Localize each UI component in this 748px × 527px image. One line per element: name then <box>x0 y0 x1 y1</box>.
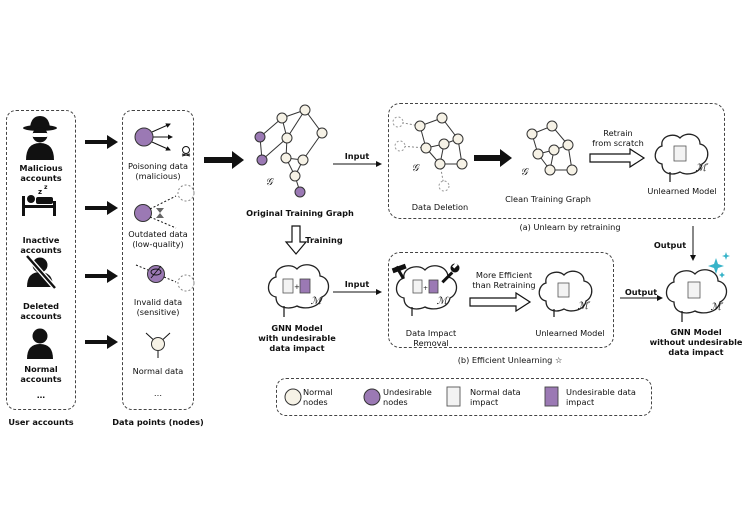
more-efficient-label: More Efficient than Retraining <box>472 270 536 290</box>
original-graph-symbol: 𝒢 <box>265 177 273 188</box>
inactive-user-icon: z z <box>22 184 56 216</box>
data-points-ellipsis: … <box>153 388 163 398</box>
wrench-icon <box>441 262 460 284</box>
efficient-brain-model: + <box>395 265 458 316</box>
svg-text:z: z <box>44 184 48 191</box>
deleted-accounts-label: Deleted accounts <box>20 301 62 321</box>
svg-text:+: + <box>294 283 300 291</box>
legend-undesirable-impact-icon <box>544 386 559 407</box>
data-deletion-label: Data Deletion <box>411 202 469 212</box>
efficient-panel-title: (b) Efficient Unlearning ☆ <box>457 355 563 365</box>
final-model-label: GNN Model without undesirable data impac… <box>649 327 743 357</box>
legend-undesirable-impact-label: Undesirable data impact <box>566 387 636 407</box>
poisoning-data-icon <box>134 123 191 157</box>
retrain-panel-title: (a) Unlearn by retraining <box>519 222 621 232</box>
gnn-model-brain: + <box>267 264 330 317</box>
user-accounts-caption: User accounts <box>8 417 74 427</box>
clean-graph-label: Clean Training Graph <box>505 194 591 204</box>
legend-normal-impact-icon <box>446 386 461 407</box>
normal-data-label: Normal data <box>132 366 184 376</box>
final-model-brain <box>665 269 728 322</box>
user-accounts-box <box>6 110 76 410</box>
data-to-graph-arrow <box>204 151 244 169</box>
deleted-graph <box>392 112 468 192</box>
retrain-unlearned-model-brain <box>654 133 709 182</box>
normal-data-icon <box>145 332 171 358</box>
training-label: Training <box>305 235 343 245</box>
gnn-model-symbol: ℳ <box>310 296 322 307</box>
retrain-arrow <box>589 147 646 169</box>
invalid-data-icon <box>135 264 195 292</box>
malicious-accounts-label: Malicious accounts <box>19 163 63 183</box>
data-points-caption: Data points (nodes) <box>112 417 204 427</box>
clean-graph-symbol: 𝒢 <box>520 167 528 178</box>
retrain-model-symbol: ℳ′ <box>695 163 709 174</box>
invalid-data-label: Invalid data (sensitive) <box>133 297 183 317</box>
outdated-data-icon <box>134 184 195 229</box>
final-model-symbol: ℳ′ <box>710 302 724 313</box>
retrain-from-scratch-label: Retrain from scratch <box>592 128 644 148</box>
output-label-right: Output <box>624 287 658 297</box>
efficient-model-symbol: ℳ <box>436 296 448 307</box>
deletion-to-clean-arrow <box>474 149 512 167</box>
legend-normal-node-icon <box>284 388 302 406</box>
outdated-data-label: Outdated data (low-quality) <box>128 229 188 249</box>
data-impact-removal-label: Data Impact Removal <box>405 328 457 348</box>
svg-text:+: + <box>423 285 428 292</box>
more-efficient-arrow <box>469 291 532 313</box>
sparkle-icon <box>708 252 730 278</box>
deleted-user-icon <box>25 254 57 290</box>
efficient-unlearned-symbol: ℳ′ <box>577 301 591 312</box>
normal-accounts-label: Normal accounts <box>20 364 62 384</box>
output-label-top: Output <box>653 240 687 250</box>
retrain-unlearned-label: Unlearned Model <box>647 186 717 196</box>
legend-box <box>276 378 652 416</box>
data-points-box <box>122 110 194 410</box>
training-arrow <box>284 225 308 255</box>
retrain-panel-box <box>388 103 725 219</box>
legend-undesirable-nodes-label: Undesirable nodes <box>383 387 432 407</box>
efficient-unlearned-brain <box>538 270 593 317</box>
hammer-icon <box>391 263 407 280</box>
input-label-bottom: Input <box>344 279 370 289</box>
malicious-user-icon <box>23 116 57 160</box>
legend-undesirable-node-icon <box>363 388 381 406</box>
original-training-graph <box>254 104 328 198</box>
input-label-top: Input <box>344 151 370 161</box>
poisoning-data-label: Poisoning data (malicious) <box>127 161 189 181</box>
accounts-ellipsis: … <box>36 390 46 400</box>
gnn-model-label: GNN Model with undesirable data impact <box>258 323 336 353</box>
efficient-panel-box <box>388 252 614 348</box>
legend-normal-impact-label: Normal data impact <box>470 387 521 407</box>
svg-text:z: z <box>38 188 42 196</box>
legend-normal-nodes-label: Normal nodes <box>303 387 333 407</box>
efficient-unlearned-label: Unlearned Model <box>535 328 605 338</box>
normal-user-icon <box>27 328 53 359</box>
deletion-graph-symbol: 𝒢 <box>411 163 419 174</box>
original-graph-caption: Original Training Graph <box>246 208 354 218</box>
clean-graph <box>526 120 578 176</box>
inactive-accounts-label: Inactive accounts <box>20 235 62 255</box>
account-to-data-arrows <box>85 135 118 349</box>
